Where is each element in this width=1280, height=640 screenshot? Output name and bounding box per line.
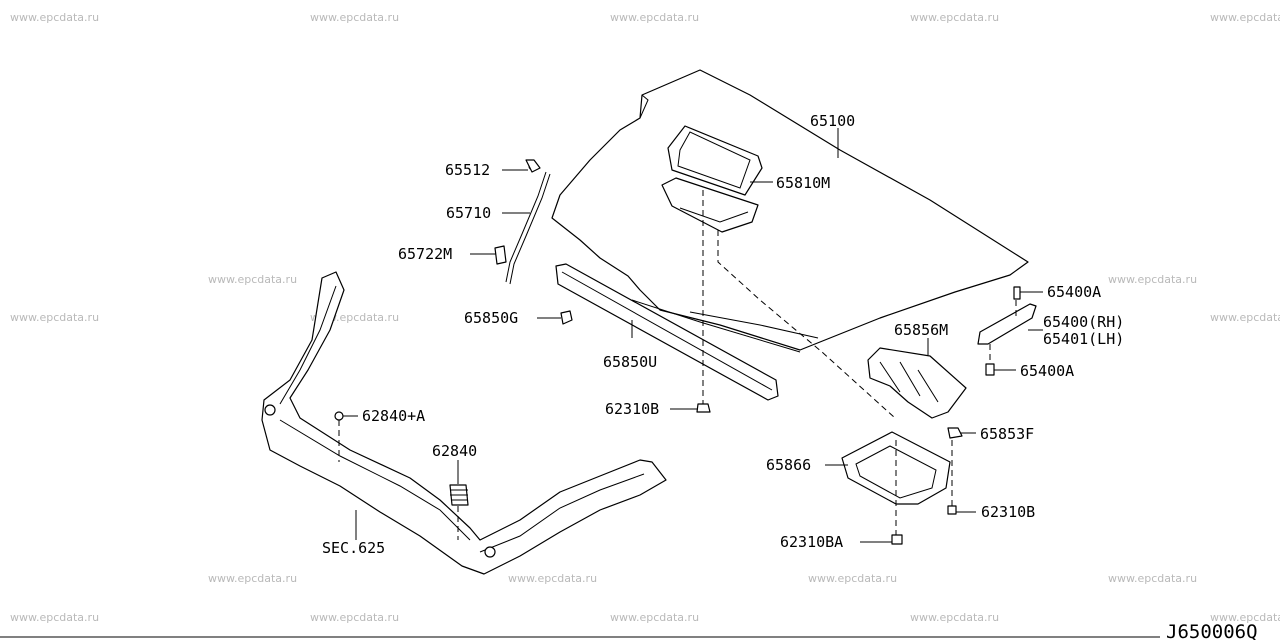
- watermark: www.epcdata.ru: [1108, 572, 1197, 585]
- part-labels: 65100 65810M 65512 65710 65722M 65850G 6…: [322, 112, 1124, 557]
- watermark: www.epcdata.ru: [1210, 11, 1280, 24]
- label-65722m: 65722M: [398, 245, 452, 263]
- watermark: www.epcdata.ru: [1210, 611, 1280, 624]
- label-65853f: 65853F: [980, 425, 1034, 443]
- label-sec625: SEC.625: [322, 539, 385, 557]
- label-62310b: 62310B: [605, 400, 659, 418]
- watermark: www.epcdata.ru: [910, 611, 999, 624]
- label-65866: 65866: [766, 456, 811, 474]
- watermark: www.epcdata.ru: [610, 11, 699, 24]
- label-65400a: 65400A: [1047, 283, 1101, 301]
- under-cover: [841, 431, 951, 505]
- watermark: www.epcdata.ru: [910, 11, 999, 24]
- label-62310b: 62310B: [981, 503, 1035, 521]
- watermark: www.epcdata.ru: [208, 572, 297, 585]
- label-65512: 65512: [445, 161, 490, 179]
- label-65810m: 65810M: [776, 174, 830, 192]
- label-65400a: 65400A: [1020, 362, 1074, 380]
- label-65850u: 65850U: [603, 353, 657, 371]
- watermark: www.epcdata.ru: [1108, 273, 1197, 286]
- watermark: www.epcdata.ru: [10, 311, 99, 324]
- splash-shield: [867, 347, 967, 419]
- watermark: www.epcdata.ru: [1210, 311, 1280, 324]
- label-62310ba: 62310BA: [780, 533, 843, 551]
- watermark: www.epcdata.ru: [808, 572, 897, 585]
- hood-rod: [494, 159, 551, 285]
- label-62840: 62840: [432, 442, 477, 460]
- watermark: www.epcdata.ru: [310, 611, 399, 624]
- watermark: www.epcdata.ru: [208, 273, 297, 286]
- label-65856m: 65856M: [894, 321, 948, 339]
- watermark: www.epcdata.ru: [310, 11, 399, 24]
- diagram-code: J650006Q: [1166, 621, 1258, 640]
- label-62840a: 62840+A: [362, 407, 425, 425]
- label-65710: 65710: [446, 204, 491, 222]
- hood-panel: [551, 69, 1029, 353]
- watermark: www.epcdata.ru: [10, 611, 99, 624]
- alignment-lines: [338, 190, 1017, 540]
- watermark: www.epcdata.ru: [508, 572, 597, 585]
- watermark: www.epcdata.ru: [10, 11, 99, 24]
- hood-hinge: [977, 303, 1037, 345]
- hood-seal: [555, 263, 779, 401]
- clips: [334, 286, 1021, 545]
- leader-lines: [343, 128, 1043, 543]
- label-65850g: 65850G: [464, 309, 518, 327]
- label-65400rh: 65400(RH): [1043, 313, 1124, 331]
- label-65100: 65100: [810, 112, 855, 130]
- watermark: www.epcdata.ru: [610, 611, 699, 624]
- core-support: [261, 271, 667, 575]
- label-65401lh: 65401(LH): [1043, 330, 1124, 348]
